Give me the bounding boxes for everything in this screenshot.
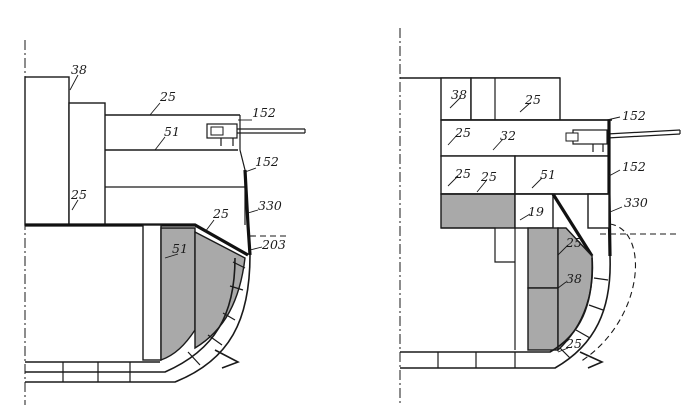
left-inner-hull [25,257,236,373]
left-section: 38 25 51 152 152 25 25 330 51 203 [24,40,306,405]
right-mid-box-left [440,155,516,195]
left-label-330: 330 [258,198,282,213]
right-leader-25-mid-b [476,180,487,193]
right-belt-armor [607,120,612,257]
right-outer-hull [400,255,611,369]
right-bilge-keel [579,351,604,369]
right-lower-step [441,227,515,263]
left-leader-38 [69,74,79,91]
left-label-152-a: 152 [252,105,276,120]
left-hull-frame-2 [229,285,244,291]
left-label-38: 38 [71,62,87,77]
left-leader-51-inner [164,253,179,259]
left-leader-25-deck [204,219,215,233]
left-label-25-mid: 25 [70,187,87,202]
right-leader-25-deck [447,133,459,146]
right-box-25-top [470,77,561,121]
left-main-armor-deck [25,223,249,257]
right-label-152-b: 152 [622,159,646,174]
right-label-25-top: 25 [524,92,541,107]
right-label-25-deck: 25 [454,125,471,140]
right-hull-frame-3 [575,329,591,339]
right-gun-turret [565,129,681,152]
left-leader-152-b [244,167,257,173]
right-leader-25-lower [557,244,569,256]
right-label-19: 19 [528,204,544,219]
left-armor-block-outer [194,230,246,350]
right-leader-38 [449,97,461,109]
right-sloped-armor [551,193,594,257]
right-bulge-outline [579,223,636,363]
right-label-38: 38 [451,87,467,102]
left-bilge-keel [214,349,240,369]
left-hull-frame-1 [232,261,246,269]
right-leader-152-a [606,116,621,121]
left-leader-51-top [154,136,166,151]
left-outer-hull [25,254,251,383]
right-leader-330 [609,206,623,213]
left-hull-frame-4 [207,334,223,346]
right-hull-frame-2 [588,304,604,311]
right-leader-51 [531,177,543,189]
right-label-25-lower: 25 [565,235,582,250]
left-hull-frame-3 [222,312,236,321]
right-grey-block-upper [527,227,559,289]
right-mid-box-right [514,155,610,195]
left-label-51-inner: 51 [172,241,188,256]
right-grey-block-lower [527,287,559,351]
right-box-19 [514,193,554,229]
left-side-plating [239,115,246,225]
left-belt-armor [243,169,252,256]
left-leader-203 [249,246,263,251]
left-label-51-top: 51 [164,124,180,139]
left-tower-block [24,76,70,226]
right-armor-deck-grey [440,193,516,229]
left-label-25-deck: 25 [212,206,229,221]
right-box-edge [587,193,610,229]
right-label-25-mid-b: 25 [480,169,497,184]
right-label-330: 330 [624,195,648,210]
right-leader-25-bottom [557,347,569,353]
left-inner-bulkhead [142,224,162,361]
right-leader-25-top [519,102,531,113]
right-label-152-a: 152 [622,108,646,123]
left-label-25-top: 25 [159,89,176,104]
right-section: 38 25 152 25 32 25 25 51 152 19 330 25 3… [399,28,681,405]
right-leader-32 [492,138,504,151]
left-hull-frame-5 [187,351,201,366]
right-leader-25-mid-a [447,175,459,187]
left-label-203: 203 [261,237,286,252]
left-gun-turret [206,123,306,146]
right-hull-frame-1 [593,277,609,281]
right-label-25-bottom: 25 [565,336,582,351]
right-label-51: 51 [540,167,556,182]
right-inner-hull [400,257,593,353]
right-leader-19 [519,213,531,221]
left-label-152-b: 152 [255,154,279,169]
right-label-25-mid-a: 25 [454,166,471,181]
right-label-32: 32 [500,128,516,143]
left-leader-25-mid [71,199,79,211]
right-hull-frame-4 [559,347,571,359]
left-leader-25-top [149,102,161,116]
right-label-38-lower: 38 [566,271,582,286]
left-leader-330 [247,209,259,214]
right-leader-38-lower [557,281,567,289]
right-leader-152-b [608,169,621,177]
